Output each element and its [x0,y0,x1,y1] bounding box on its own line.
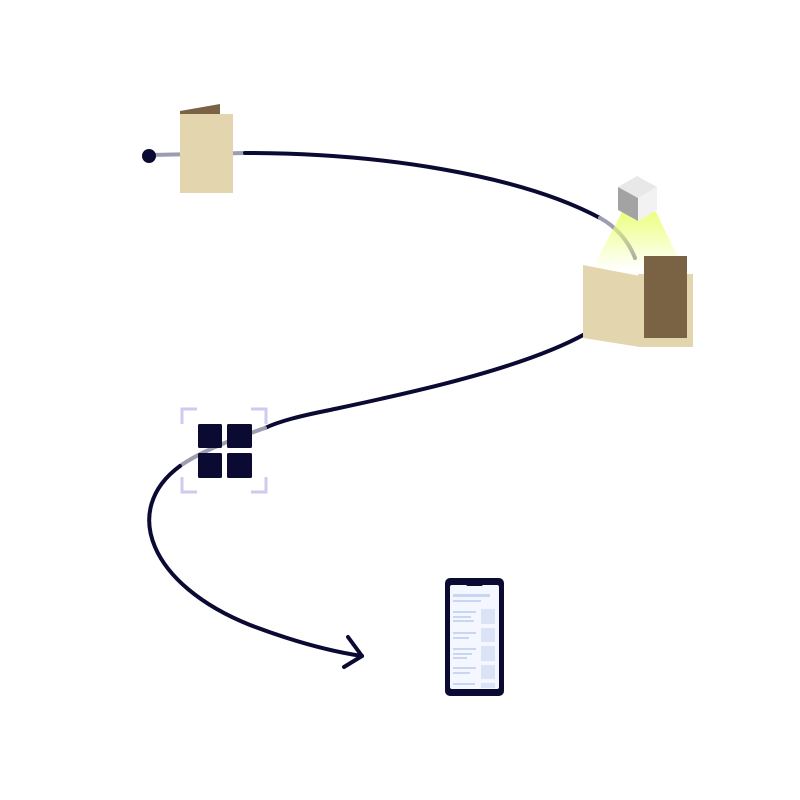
open-box-icon [583,256,693,347]
light-beam-icon [592,212,684,270]
path-lower-curve [147,464,364,658]
grid-icon [198,424,252,478]
cube-icon [618,176,657,221]
arrow-head-icon [342,635,364,669]
path-grid-faded [178,426,267,468]
scan-frame-icon [180,407,268,494]
mobile-phone-icon [445,578,504,696]
phone-screen-blocks [481,609,495,688]
start-dot-icon [142,149,156,163]
connector-path [147,151,637,669]
folder-icon [180,104,233,193]
path-middle-curve [263,332,587,430]
phone-screen-content [453,594,490,685]
path-top-curve [243,151,602,220]
